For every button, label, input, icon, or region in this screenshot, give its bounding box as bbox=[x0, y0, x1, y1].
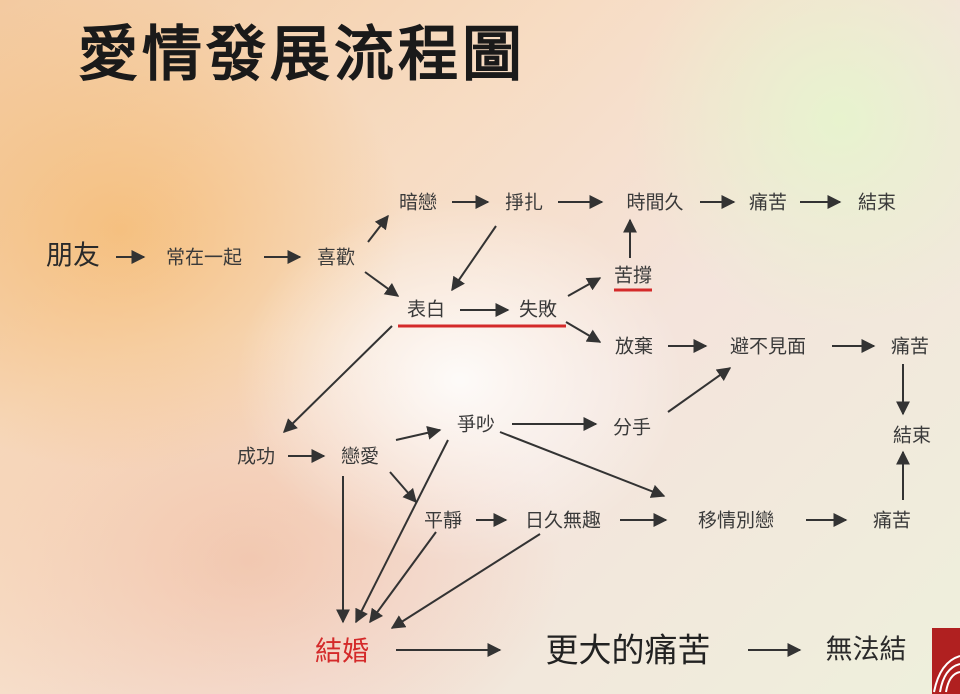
arrow-zhengchao-yiqing bbox=[499, 431, 666, 498]
page-title: 愛情發展流程圖 bbox=[78, 20, 526, 90]
node-zhengzha: 掙扎 bbox=[504, 191, 544, 214]
node-jiehun: 結婚 bbox=[315, 636, 369, 668]
arrow-fenshou-bibu bbox=[667, 367, 732, 413]
node-xihuan: 喜歡 bbox=[316, 246, 356, 269]
node-tongku-low: 痛苦 bbox=[872, 509, 912, 532]
node-jieshu-top: 結束 bbox=[857, 191, 897, 214]
node-shijianjiu: 時間久 bbox=[626, 191, 684, 214]
arrow-zhengchao-jiehun bbox=[355, 439, 449, 624]
arrow-xihuan-anlian bbox=[367, 214, 389, 243]
node-kucheng-label: 苦撐 bbox=[613, 264, 653, 292]
node-shibai: 失敗 bbox=[518, 298, 558, 321]
node-yiqing: 移情別戀 bbox=[697, 509, 775, 532]
node-pengyou: 朋友 bbox=[46, 240, 100, 272]
node-bibujianmian: 避不見面 bbox=[729, 335, 807, 358]
node-rijiu: 日久無趣 bbox=[524, 509, 602, 532]
node-wufa: 無法結 bbox=[825, 634, 907, 666]
node-biaobai: 表白 bbox=[406, 298, 446, 321]
arrow-shibai-kucheng bbox=[567, 277, 602, 297]
arrow-shibai-fangqi bbox=[565, 321, 602, 343]
logo-icon bbox=[932, 628, 960, 694]
arrow-biaobai-chenggong bbox=[283, 325, 393, 433]
arrow-lianai-pingjing bbox=[389, 471, 417, 504]
node-jieshu-right: 結束 bbox=[892, 424, 932, 447]
arrow-zhengzha-biaobai bbox=[451, 225, 497, 292]
node-anlian: 暗戀 bbox=[398, 191, 438, 214]
node-pingjing: 平靜 bbox=[423, 509, 463, 532]
node-zhengchao: 爭吵 bbox=[456, 413, 496, 436]
node-fangqi: 放棄 bbox=[614, 335, 654, 358]
arrow-rijiu-jiehun bbox=[390, 533, 541, 629]
node-chenggong: 成功 bbox=[236, 445, 276, 468]
arrow-pingjing-jiehun bbox=[369, 531, 437, 624]
node-tongku-top: 痛苦 bbox=[748, 191, 788, 214]
node-kucheng: 苦撐 bbox=[613, 264, 653, 292]
node-lianai: 戀愛 bbox=[340, 445, 380, 468]
node-changzai: 常在一起 bbox=[165, 246, 243, 269]
node-gengda: 更大的痛苦 bbox=[545, 630, 711, 670]
node-tongku-right: 痛苦 bbox=[890, 335, 930, 358]
arrow-xihuan-biaobai bbox=[364, 271, 400, 297]
arrow-lianai-zhengchao bbox=[395, 425, 442, 441]
node-fenshou: 分手 bbox=[612, 416, 652, 439]
